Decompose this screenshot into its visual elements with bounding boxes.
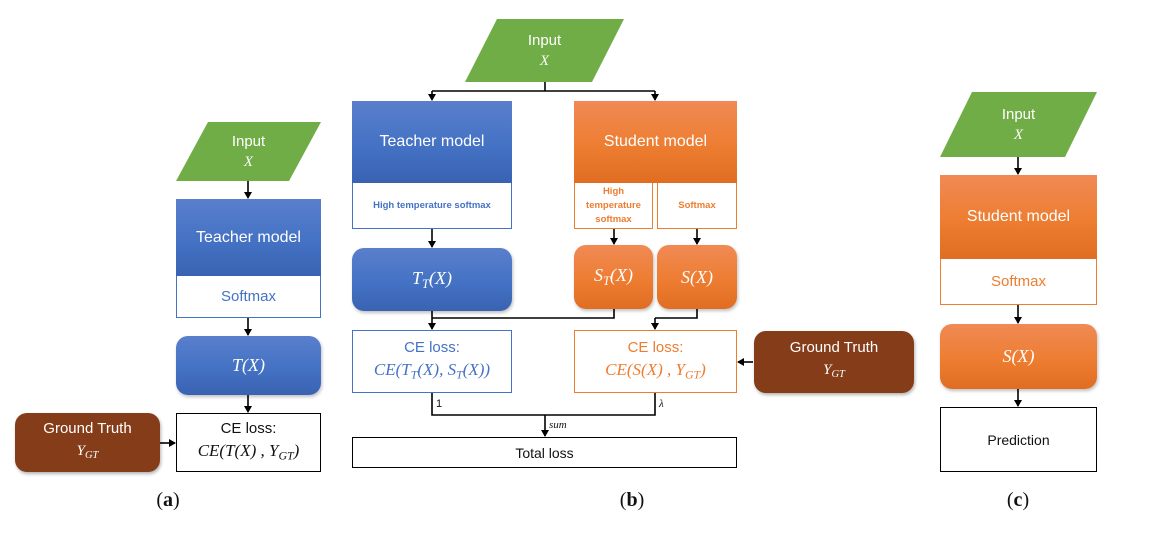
caption-letter-b: b <box>626 489 638 511</box>
softmax-box-c: Softmax <box>940 259 1097 305</box>
ground-truth-symbol-a: Y <box>76 442 85 459</box>
tt-func: T <box>411 267 422 288</box>
student-model-c: Student model <box>940 175 1097 259</box>
high-temp-softmax-label-teacher: High temperature softmax <box>373 200 491 211</box>
caption-c: (c) <box>1006 489 1030 511</box>
ground-truth-sub-a: GT <box>84 450 99 462</box>
weight-gt-label: λ <box>659 398 664 410</box>
input-label-b: Input <box>527 31 562 49</box>
student-model-label-b: Student model <box>603 133 708 150</box>
ce-loss-expr-sub-a: GT <box>278 448 294 463</box>
ground-truth-sub-b: GT <box>831 369 845 381</box>
ce-distill-c: (X)) <box>462 360 491 380</box>
s-arg-c: (X) <box>1011 346 1035 366</box>
student-model-b: Student model <box>574 101 737 183</box>
wire-st-merge <box>432 309 615 319</box>
high-temp-softmax-line3: softmax <box>595 213 632 225</box>
s-func-c: S <box>1002 346 1012 366</box>
s-arg: (X) <box>690 266 713 287</box>
st-sub: T <box>603 273 611 288</box>
teacher-model-label-a: Teacher model <box>196 228 301 246</box>
input-node-b: Input X <box>465 19 624 82</box>
wire-distill-to-sum <box>431 393 656 416</box>
caption-letter-a: a <box>163 489 173 511</box>
teacher-output-arg-a: (X) <box>242 355 265 375</box>
caption-b: (b) <box>619 489 645 511</box>
st-arg: (X) <box>610 265 633 286</box>
input-symbol-b: X <box>539 52 550 69</box>
caption-a: (a) <box>156 489 180 511</box>
input-label-a: Input <box>231 132 266 150</box>
input-label-c: Input <box>1001 105 1036 123</box>
ce-loss-expr-pre-a: CE(T(X) , Y <box>197 441 279 461</box>
total-loss-box: Total loss <box>352 437 737 468</box>
student-output-c: S(X) <box>940 324 1097 389</box>
softmax-label-student-b: Softmax <box>678 200 716 211</box>
input-symbol-a: X <box>243 153 254 170</box>
high-temp-softmax-line1: High <box>602 185 625 197</box>
teacher-output-a: T(X) <box>176 336 321 395</box>
ground-truth-a: Ground Truth YGT <box>15 413 160 472</box>
tt-arg: (X) <box>429 267 452 288</box>
teacher-temp-output-b: TT(X) <box>352 248 512 311</box>
input-node-c: Input X <box>940 92 1097 157</box>
input-node-a: Input X <box>176 122 321 181</box>
ce-loss-gt-label: CE loss: <box>627 339 684 357</box>
softmax-label-c: Softmax <box>990 273 1047 290</box>
ce-distill-a: CE(T <box>373 360 411 380</box>
caption-letter-c: c <box>1013 489 1023 511</box>
student-output-b: S(X) <box>657 245 737 309</box>
teacher-model-label-b: Teacher model <box>379 133 485 150</box>
student-temp-output-b: ST(X) <box>574 245 653 309</box>
teacher-output-func-a: T <box>232 355 243 375</box>
teacher-model-a: Teacher model <box>176 199 321 276</box>
st-func: S <box>594 265 603 286</box>
ce-gt-pre: CE(S(X) , Y <box>605 360 685 380</box>
ce-gt-post: ) <box>700 360 706 380</box>
ce-loss-distill-b: CE loss: CE(TT(X), ST(X)) <box>352 330 512 393</box>
ce-gt-sub: GT <box>684 367 701 382</box>
ce-distill-sub-b: T <box>456 367 463 382</box>
teacher-model-b: Teacher model <box>352 101 512 183</box>
ce-loss-expr-post-a: ) <box>293 441 300 461</box>
softmax-box-a: Softmax <box>176 276 321 318</box>
ground-truth-label-a: Ground Truth <box>43 419 132 437</box>
ce-loss-label-a: CE loss: <box>220 420 277 438</box>
sum-label: sum <box>549 419 567 431</box>
ce-loss-a: CE loss: CE(T(X) , YGT) <box>176 413 321 472</box>
prediction-label: Prediction <box>987 431 1050 448</box>
tt-sub: T <box>422 276 430 291</box>
ce-loss-distill-label: CE loss: <box>404 339 460 357</box>
high-temp-softmax-box-teacher: High temperature softmax <box>352 183 512 229</box>
wire-s-to-gt-loss <box>655 309 698 319</box>
ground-truth-label-b: Ground Truth <box>789 339 879 357</box>
s-func: S <box>681 266 690 287</box>
ce-distill-sub-a: T <box>410 367 418 382</box>
ground-truth-b: Ground Truth YGT <box>754 331 914 393</box>
total-loss-label: Total loss <box>515 444 574 461</box>
input-symbol-c: X <box>1013 126 1024 143</box>
ground-truth-symbol-b: Y <box>823 362 832 379</box>
high-temp-softmax-line2: temperature <box>586 199 641 211</box>
student-model-label-c: Student model <box>966 208 1071 225</box>
weight-distill-label: 1 <box>436 398 443 410</box>
ce-loss-gt-b: CE loss: CE(S(X) , YGT) <box>574 330 737 393</box>
high-temp-softmax-box-student: High temperature softmax <box>574 183 653 229</box>
softmax-box-student-b: Softmax <box>657 183 737 229</box>
softmax-label-a: Softmax <box>220 288 277 305</box>
ce-distill-b: (X), S <box>417 360 457 380</box>
prediction-box: Prediction <box>940 407 1097 472</box>
